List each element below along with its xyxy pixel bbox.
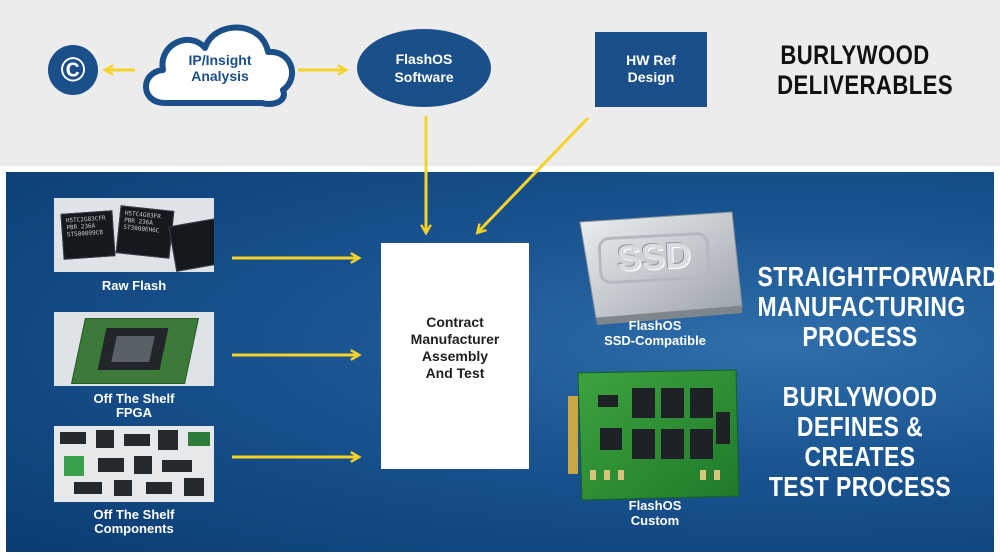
cm-line2: Manufacturer <box>410 331 500 347</box>
copyright-symbol: © <box>60 51 86 89</box>
components-label: Off The Shelf Components <box>54 508 214 536</box>
custom-label: FlashOS Custom <box>590 498 720 528</box>
copyright-icon <box>48 45 98 95</box>
process-line3: PROCESS <box>802 321 918 352</box>
deliverable-arrows <box>102 64 590 236</box>
components-image <box>54 426 214 502</box>
fpga-label-line1: Off The Shelf <box>93 391 175 406</box>
ip-insight-label: IP/Insight Analysis <box>160 52 280 84</box>
test-line3: TEST PROCESS <box>768 471 952 502</box>
ssd-drive-image <box>579 211 743 325</box>
components-label-line2: Components <box>94 521 174 536</box>
deliverables-heading-line1: BURLYWOOD <box>780 40 930 70</box>
hw-ref-line2: Design <box>627 69 675 85</box>
flashos-software-line1: FlashOS <box>395 51 453 67</box>
ip-insight-label-line1: IP/Insight <box>188 52 252 68</box>
ip-insight-label-line2: Analysis <box>191 68 249 84</box>
fpga-image <box>54 312 214 386</box>
cm-line3: Assembly <box>421 348 489 364</box>
components-label-line1: Off The Shelf <box>93 507 175 522</box>
contract-manufacturer-label: Contract Manufacturer Assembly And Test <box>381 314 529 382</box>
ssd-label-line2: SSD-Compatible <box>604 333 706 348</box>
custom-pcb-image <box>568 369 740 501</box>
fpga-label-line2: FPGA <box>115 405 153 420</box>
flashos-software-ellipse <box>357 29 491 107</box>
cm-line1: Contract <box>426 314 484 330</box>
hw-ref-design-label: HW Ref Design <box>595 52 707 86</box>
process-line1: STRAIGHTFORWARD <box>757 261 1000 292</box>
ssd-badge-text: SSD <box>615 234 693 279</box>
test-process-heading: BURLYWOOD DEFINES & CREATES TEST PROCESS <box>758 382 963 502</box>
fpga-label: Off The Shelf FPGA <box>54 392 214 420</box>
input-arrows <box>232 252 362 463</box>
test-line1: BURLYWOOD <box>782 381 938 412</box>
deliverables-heading-line2: DELIVERABLES <box>777 70 954 100</box>
flashos-software-line2: Software <box>394 69 454 85</box>
custom-label-line1: FlashOS <box>628 498 682 513</box>
manufacturing-process-heading: STRAIGHTFORWARD MANUFACTURING PROCESS <box>757 261 1000 352</box>
ssd-label-line1: FlashOS <box>628 318 682 333</box>
contract-manufacturer-box <box>381 243 529 469</box>
hw-ref-design-box <box>595 32 707 107</box>
deliverables-heading: BURLYWOOD DELIVERABLES <box>777 40 954 100</box>
ip-insight-cloud <box>143 24 295 107</box>
flashos-software-label: FlashOS Software <box>360 50 488 86</box>
hw-ref-line1: HW Ref <box>626 52 676 68</box>
raw-flash-label: Raw Flash <box>54 278 214 293</box>
custom-label-line2: Custom <box>630 513 680 528</box>
ssd-compatible-label: FlashOS SSD-Compatible <box>590 318 720 348</box>
test-line2: DEFINES & CREATES <box>796 411 924 472</box>
process-line2: MANUFACTURING <box>757 291 966 322</box>
cm-line4: And Test <box>425 365 485 381</box>
raw-flash-label-line1: Raw Flash <box>101 278 167 293</box>
